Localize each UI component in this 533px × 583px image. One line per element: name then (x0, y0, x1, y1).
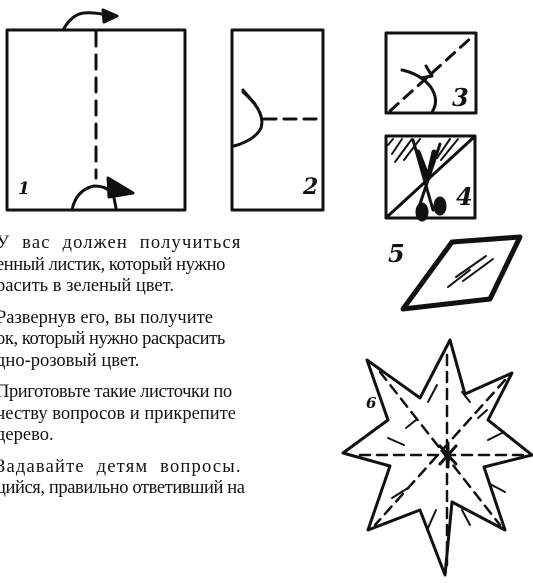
arrow-head-icon (103, 10, 117, 22)
arrow-head-icon (243, 90, 255, 104)
figure-6-number: 6 (366, 394, 377, 412)
text-line: Задавайте детям вопросы. (0, 457, 338, 479)
figure-3-number: 3 (452, 83, 469, 112)
figure-4-number: 4 (456, 182, 473, 211)
arrow-head-icon (108, 178, 133, 197)
text-line: енный листик, который нужно (0, 255, 338, 277)
text-line: Развернув его, вы получите (0, 308, 338, 330)
figure-1-square-fold (7, 10, 185, 210)
figure-5-number: 5 (388, 239, 405, 268)
figure-1-number: 1 (18, 179, 30, 199)
text-line: Приготовьте такие листочки по (0, 382, 338, 404)
fold-arrow-curve (234, 92, 262, 146)
text-line: честву вопросов и прикрепите (0, 404, 338, 426)
figure-5-rhombus-leaf (403, 237, 520, 309)
figure-6-eight-point-star (343, 340, 532, 575)
text-line: У вас должен получиться (0, 233, 338, 255)
paragraph-3: Приготовьте такие листочки по честву воп… (0, 382, 338, 447)
text-line: дно-розовый цвет. (0, 351, 338, 373)
text-line: ок, который нужно раскрасить (0, 329, 338, 351)
figure-2-number: 2 (302, 174, 318, 200)
star-outline (343, 340, 532, 575)
arrow-head-icon (421, 66, 432, 78)
text-line: расить в зеленый цвет. (0, 276, 338, 298)
instruction-text: У вас должен получиться енный листик, ко… (0, 233, 338, 510)
paragraph-4: Задавайте детям вопросы. цийся, правильн… (0, 457, 338, 500)
paragraph-1: У вас должен получиться енный листик, ко… (0, 233, 338, 298)
paragraph-2: Развернув его, вы получите ок, который н… (0, 308, 338, 373)
text-line: цийся, правильно ответивший на (0, 478, 338, 500)
leaf-shading (448, 256, 493, 287)
text-line: дерево. (0, 425, 338, 447)
